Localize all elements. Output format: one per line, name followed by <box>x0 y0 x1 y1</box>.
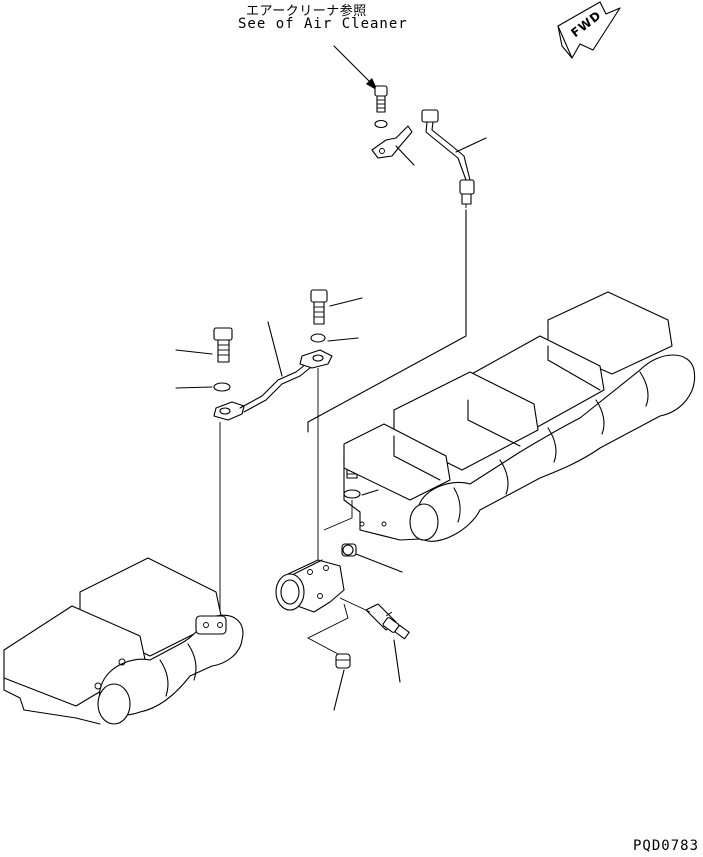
plug-upper <box>341 543 357 557</box>
drawing-code: PQD0783 <box>633 838 700 854</box>
note-leader-line <box>333 45 373 85</box>
harness-leader <box>455 137 487 153</box>
left-washer-leader <box>175 386 213 389</box>
harness-center-line <box>307 209 467 433</box>
small-washer <box>343 489 361 499</box>
fwd-arrow-icon <box>557 1 621 59</box>
water-outlet-housing <box>275 559 345 613</box>
top-bolt <box>374 85 388 113</box>
plug-lower-leader <box>333 669 345 711</box>
ground-strap-leader <box>267 321 283 377</box>
top-washer <box>374 119 388 129</box>
left-bolt-leader <box>175 349 213 355</box>
small-washer-leader <box>361 489 379 496</box>
sensor-center-line <box>339 597 371 613</box>
engine-block-left <box>3 557 244 725</box>
left-bolt <box>213 327 233 363</box>
bracket-leader <box>395 145 415 166</box>
plug-lower-center-line <box>307 603 349 655</box>
air-cleaner-note-english: See of Air Cleaner <box>238 16 408 32</box>
engine-block-right <box>343 291 696 542</box>
plug-upper-leader <box>355 553 403 573</box>
ground-strap <box>213 349 333 421</box>
sensor-connector <box>421 109 475 208</box>
plug-lower <box>335 653 351 669</box>
middle-washer-leader <box>327 337 359 342</box>
temperature-sensor <box>365 603 410 640</box>
wire-clip-bracket <box>371 125 413 159</box>
air-cleaner-note-japanese: エアークリーナ参照 <box>246 4 367 19</box>
middle-bolt <box>310 289 328 325</box>
middle-bolt-leader <box>329 297 363 307</box>
middle-washer <box>310 333 326 343</box>
sensor-leader <box>393 639 401 683</box>
left-washer <box>213 382 231 392</box>
small-washer-center-line <box>323 500 353 531</box>
